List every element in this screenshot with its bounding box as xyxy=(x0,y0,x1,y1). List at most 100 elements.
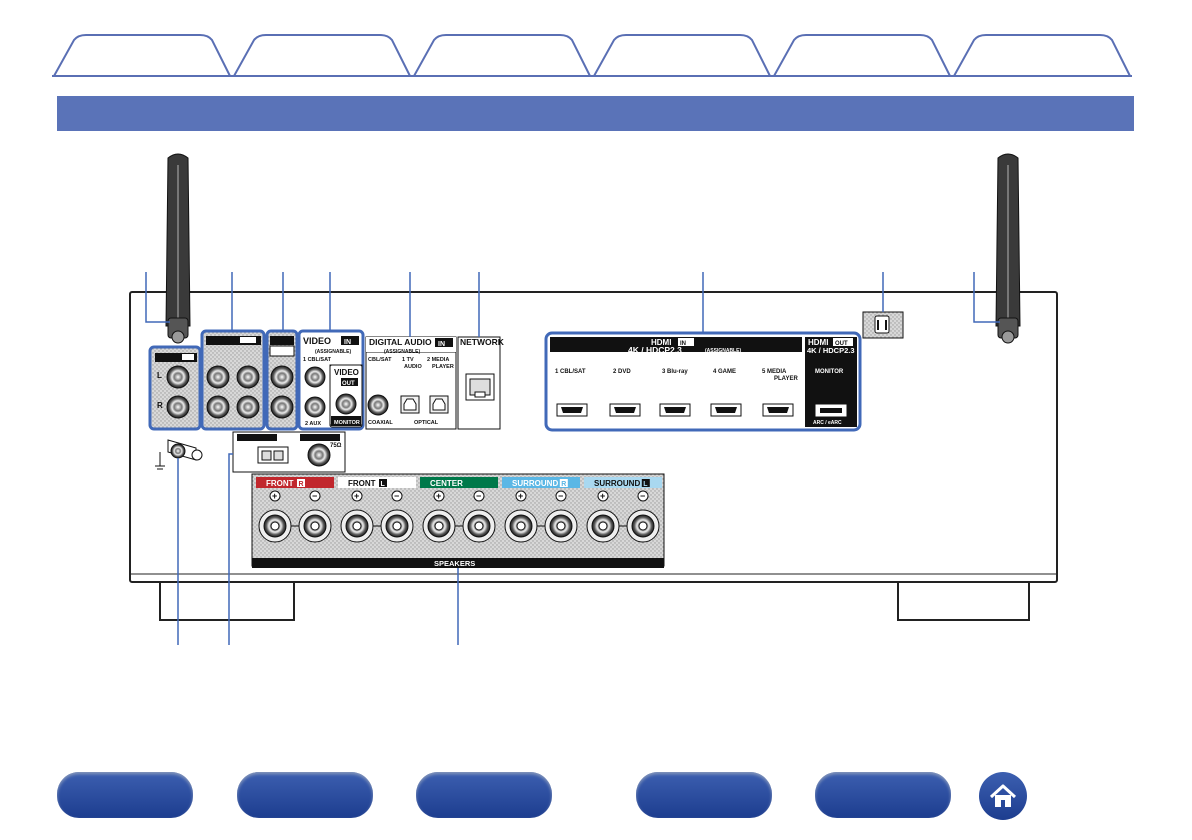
power-inlet xyxy=(862,311,904,339)
speaker-group-2: FRONT L + − xyxy=(338,477,416,543)
digital-cbl-sat: CBL/SAT xyxy=(368,357,392,363)
hdmi-in-port-5 xyxy=(762,403,794,417)
speaker-group-label: FRONT xyxy=(266,479,294,488)
audio-input-block-2 xyxy=(200,329,266,431)
digital-media-player-1: 2 MEDIA xyxy=(427,357,449,363)
hdmi-out-spec: 4K / HDCP2.3 xyxy=(807,346,855,355)
tab-6[interactable] xyxy=(953,34,1131,77)
hdmi-port-4-label: 4 GAME xyxy=(713,369,736,375)
hdmi-in-sub: (ASSIGNABLE) xyxy=(705,348,741,354)
home-icon xyxy=(989,784,1017,807)
video-out-monitor: MONITOR xyxy=(334,420,360,426)
tab-5[interactable] xyxy=(773,34,951,77)
network-title: NETWORK xyxy=(460,337,505,347)
digital-coaxial: COAXIAL xyxy=(368,420,393,426)
video-out-title: VIDEO xyxy=(334,368,359,377)
tab-1[interactable] xyxy=(53,34,231,77)
antenna-right xyxy=(995,153,1021,344)
hdmi-port-5-label: 5 MEDIA xyxy=(762,369,787,375)
subwoofer-block xyxy=(265,329,299,431)
hdmi-out-title: HDMI xyxy=(808,338,828,347)
speaker-side-label: R xyxy=(299,481,304,488)
audio-input-block-1: L R xyxy=(148,345,202,431)
audio-r-label: R xyxy=(157,401,163,410)
speaker-side-label: R xyxy=(561,481,566,488)
home-button[interactable] xyxy=(979,772,1027,820)
hdmi-port-1-label: 1 CBL/SAT xyxy=(555,369,586,375)
minus-label: − xyxy=(476,491,481,501)
hdmi-in-port-3 xyxy=(659,403,691,417)
section-header xyxy=(57,96,1134,131)
video-in-1-label: 1 CBL/SAT xyxy=(303,357,332,363)
video-in-2-label: 2 AUX xyxy=(305,421,321,427)
digital-audio-badge: IN xyxy=(438,341,445,348)
video-in-badge: IN xyxy=(344,339,351,346)
foot-left xyxy=(159,583,295,621)
speaker-side-label: L xyxy=(643,481,648,488)
nav-button-3[interactable] xyxy=(416,772,552,818)
hdmi-in-badge: IN xyxy=(680,341,686,347)
antenna-ohm: 75Ω xyxy=(330,443,342,449)
rear-panel-diagram: L R VIDEO IN (ASSIGNABLE) 1 CBL/SAT 2 AU… xyxy=(129,153,1058,645)
nav-button-5[interactable] xyxy=(815,772,951,818)
digital-media-player-2: PLAYER xyxy=(432,364,454,370)
minus-label: − xyxy=(640,491,645,501)
hdmi-in-port-4 xyxy=(710,403,742,417)
minus-label: − xyxy=(558,491,563,501)
speaker-group-label: CENTER xyxy=(430,479,463,488)
plus-label: + xyxy=(436,491,441,501)
video-block: VIDEO IN (ASSIGNABLE) 1 CBL/SAT 2 AUX VI… xyxy=(297,329,365,431)
tab-2[interactable] xyxy=(233,34,411,77)
nav-button-1[interactable] xyxy=(57,772,193,818)
speaker-side-label: L xyxy=(381,481,386,488)
antenna-left xyxy=(165,153,191,344)
hdmi-out-arc: ARC / eARC xyxy=(813,420,842,426)
hdmi-out-monitor: MONITOR xyxy=(815,369,844,375)
video-in-title: VIDEO xyxy=(303,336,331,346)
plus-label: + xyxy=(354,491,359,501)
digital-tv-audio-1: 1 TV xyxy=(402,357,414,363)
video-out-badge: OUT xyxy=(342,381,355,387)
tab-bar xyxy=(53,34,1131,77)
tab-4[interactable] xyxy=(593,34,771,77)
tab-3[interactable] xyxy=(413,34,591,77)
nav-button-4[interactable] xyxy=(636,772,772,818)
hdmi-in-port-1 xyxy=(556,403,588,417)
hdmi-block: HDMI IN 4K / HDCP2.3 (ASSIGNABLE) 1 CBL/… xyxy=(544,331,862,432)
speakers-title: SPEAKERS xyxy=(434,559,475,568)
foot-right xyxy=(897,583,1030,621)
speaker-group-1: FRONT R + − xyxy=(256,477,334,543)
minus-label: − xyxy=(312,491,317,501)
minus-label: − xyxy=(394,491,399,501)
tab-underline xyxy=(52,75,1132,77)
audio-l-label: L xyxy=(157,371,162,380)
hdmi-port-2-label: 2 DVD xyxy=(613,369,631,375)
callout-lines xyxy=(145,272,1000,645)
hdmi-in-port-2 xyxy=(609,403,641,417)
speaker-group-3: CENTER + − xyxy=(420,477,498,543)
hdmi-port-3-label: 3 Blu-ray xyxy=(662,369,688,375)
digital-tv-audio-2: AUDIO xyxy=(404,364,422,370)
digital-optical: OPTICAL xyxy=(414,420,439,426)
video-in-sub: (ASSIGNABLE) xyxy=(315,349,351,355)
digital-audio-sub: (ASSIGNABLE) xyxy=(384,349,420,355)
plus-label: + xyxy=(272,491,277,501)
hdmi-out-badge: OUT xyxy=(835,341,848,347)
hdmi-in-title: HDMI xyxy=(651,338,671,347)
network-block: NETWORK xyxy=(457,336,505,430)
speaker-group-label: FRONT xyxy=(348,479,376,488)
plus-label: + xyxy=(600,491,605,501)
hdmi-port-5-label-2: PLAYER xyxy=(774,376,798,382)
nav-button-2[interactable] xyxy=(237,772,373,818)
hdmi-in-spec: 4K / HDCP2.3 xyxy=(628,345,682,355)
digital-audio-title: DIGITAL AUDIO xyxy=(369,337,432,347)
speaker-group-label: SURROUND xyxy=(594,479,640,488)
antenna-terminal: 75Ω xyxy=(232,431,346,473)
digital-audio-block: DIGITAL AUDIO IN (ASSIGNABLE) CBL/SAT 1 … xyxy=(365,336,457,430)
speaker-group-label: SURROUND xyxy=(512,479,558,488)
signal-ground xyxy=(155,439,203,470)
plus-label: + xyxy=(518,491,523,501)
